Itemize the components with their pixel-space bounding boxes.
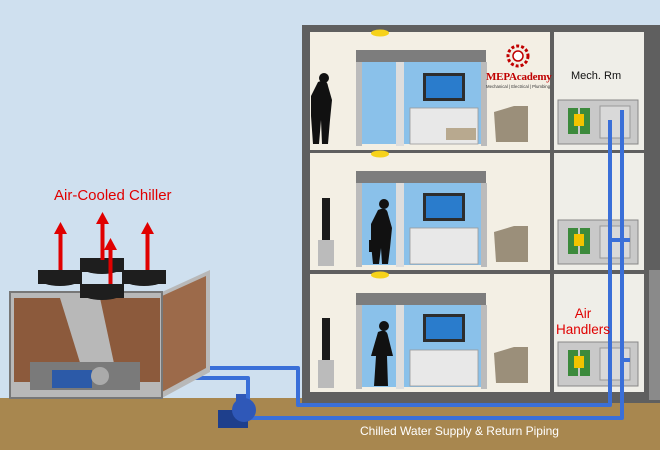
chiller-label: Air-Cooled Chiller <box>54 187 172 204</box>
piping-label: Chilled Water Supply & Return Piping <box>360 424 559 438</box>
up-arrow <box>54 222 67 270</box>
air-handler-unit <box>557 341 639 387</box>
chiller-unit <box>9 258 210 399</box>
air-handlers-label-line2: Handlers <box>556 322 611 337</box>
armchair-icon <box>494 226 528 262</box>
person-silhouette <box>379 199 389 209</box>
heat-arrows <box>54 212 154 284</box>
person-silhouette <box>379 321 389 331</box>
logo: MEPAcademy Mechanical | Electrical | Plu… <box>486 45 552 95</box>
speaker-icon <box>322 318 330 360</box>
up-arrow <box>96 212 109 260</box>
pump-icon <box>218 394 256 428</box>
up-arrow <box>104 238 117 284</box>
ceiling-light-icon <box>371 271 389 279</box>
speaker-icon <box>322 198 330 240</box>
air-handlers-label: Air Handlers <box>556 306 610 338</box>
logo-name: MEPAcademy <box>486 71 552 83</box>
air-handler-unit <box>557 99 639 145</box>
armchair-icon <box>494 106 528 142</box>
person-silhouette <box>319 73 329 83</box>
air-handlers-label-line1: Air <box>574 306 592 321</box>
ceiling-light-icon <box>371 150 389 158</box>
ceiling-lights <box>371 29 389 279</box>
condenser-fans <box>38 258 166 300</box>
armchair-icon <box>494 347 528 383</box>
mech-room-label: Mech. Rm <box>571 70 622 82</box>
air-handlers <box>557 99 639 387</box>
gear-logo-icon <box>506 44 530 68</box>
room-furnishings <box>311 50 528 389</box>
logo-tagline: Mechanical | Electrical | Plumbing <box>486 84 551 89</box>
ceiling-light-icon <box>371 29 389 37</box>
up-arrow <box>141 222 154 270</box>
